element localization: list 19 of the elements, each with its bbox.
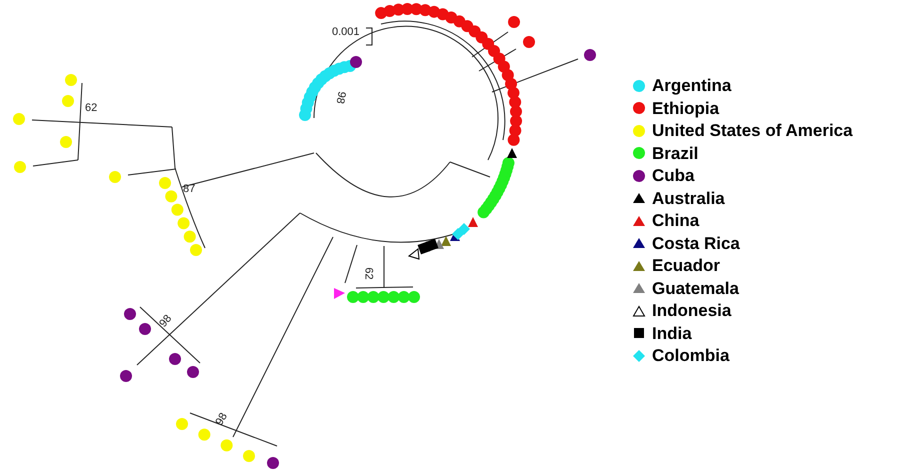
bootstrap-value: 98: [214, 411, 230, 428]
bootstrap-value: 62: [85, 103, 98, 114]
legend-label: Guatemala: [652, 280, 739, 296]
legend-label: Costa Rica: [652, 234, 740, 252]
bootstrap-value: 62: [362, 267, 374, 280]
legend-label: India: [652, 324, 692, 342]
bootstrap-value: 98: [334, 90, 347, 104]
legend-label: Argentina: [652, 77, 732, 94]
legend-label: China: [652, 212, 700, 229]
legend-label: Indonesia: [652, 302, 732, 319]
scale-bar-label: 0.001: [332, 27, 360, 38]
legend-label: United States of America: [652, 122, 853, 139]
legend-label: Cuba: [652, 167, 694, 184]
legend-label: Brazil: [652, 144, 698, 162]
bootstrap-value: 98: [158, 313, 174, 330]
legend-label: Colombia: [652, 347, 730, 364]
legend-label: Australia: [652, 190, 725, 206]
legend-label: Ethiopia: [652, 100, 720, 116]
legend-label: Ecuador: [652, 257, 720, 274]
